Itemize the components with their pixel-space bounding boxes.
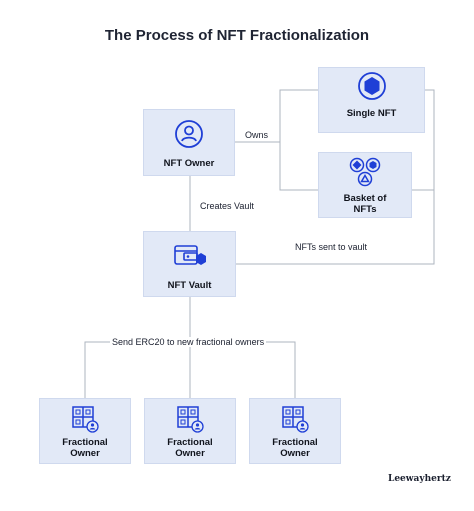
vault-wallet-icon xyxy=(173,245,206,265)
fractional-owner-label-line2: Owner xyxy=(70,448,100,459)
fractional-grid-user-icon xyxy=(282,406,309,433)
fractional-owner-label-line1: Fractional xyxy=(272,437,318,448)
user-circle-icon xyxy=(175,120,203,148)
connector-nfts-sent xyxy=(236,89,435,265)
brand-logo-text: Leewayhertz xyxy=(388,474,451,484)
connector-send-erc20 xyxy=(84,297,296,398)
fractional-grid-user-icon xyxy=(72,406,99,433)
edge-label-owns: Owns xyxy=(243,130,271,140)
basket-nfts-node: Basket of NFTs xyxy=(318,152,412,218)
diagram-title: The Process of NFT Fractionalization xyxy=(104,27,370,44)
nft-owner-label: NFT Owner xyxy=(163,158,215,169)
fractional-owner-label-line1: Fractional xyxy=(62,437,108,448)
nft-owner-node: NFT Owner xyxy=(143,109,235,176)
single-nft-node: Single NFT xyxy=(318,67,425,133)
edge-label-nfts-sent: NFTs sent to vault xyxy=(293,242,370,252)
hexagon-token-icon xyxy=(357,72,386,100)
shapes-basket-icon xyxy=(349,157,381,187)
nft-vault-label: NFT Vault xyxy=(167,280,212,291)
single-nft-label: Single NFT xyxy=(346,108,397,119)
fractional-owner-node: Fractional Owner xyxy=(39,398,131,464)
edge-label-send-erc20: Send ERC20 to new fractional owners xyxy=(110,337,267,347)
fractional-grid-user-icon xyxy=(177,406,204,433)
connector-owns xyxy=(235,89,318,191)
fractional-owner-node: Fractional Owner xyxy=(249,398,341,464)
edge-label-creates-vault: Creates Vault xyxy=(198,201,256,211)
fractional-owner-node: Fractional Owner xyxy=(144,398,236,464)
nft-vault-node: NFT Vault xyxy=(143,231,236,297)
fractional-owner-label-line2: Owner xyxy=(175,448,205,459)
basket-nfts-label-line1: Basket of xyxy=(343,193,387,204)
basket-nfts-label-line2: NFTs xyxy=(353,204,377,215)
fractional-owner-label-line2: Owner xyxy=(280,448,310,459)
fractional-owner-label-line1: Fractional xyxy=(167,437,213,448)
